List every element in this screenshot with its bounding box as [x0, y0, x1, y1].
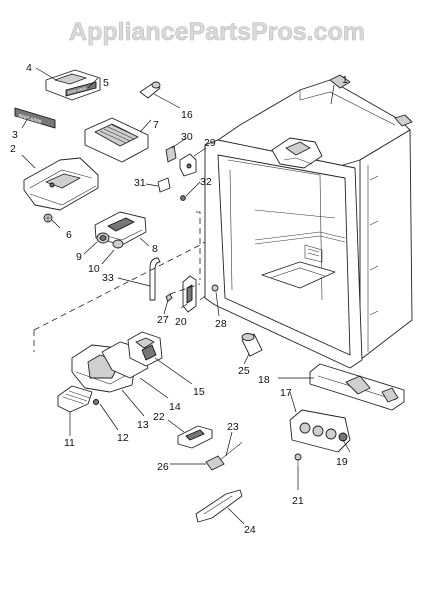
callout-26: 26	[157, 461, 169, 473]
callout-17: 17	[280, 387, 292, 399]
callout-16: 16	[181, 109, 193, 121]
callout-29: 29	[204, 137, 216, 149]
part-27-clip	[165, 293, 173, 302]
callout-4: 4	[26, 62, 32, 74]
part-33-tube	[149, 257, 161, 301]
part-5-label-text: 8888-8888	[67, 85, 88, 95]
part-29-bracket	[179, 153, 197, 177]
part-1-liner	[204, 74, 413, 369]
part-32-screw	[180, 195, 186, 201]
callout-32: 32	[200, 176, 212, 188]
callout-20: 20	[175, 316, 187, 328]
callout-2: 2	[10, 143, 16, 155]
callout-23: 23	[227, 421, 239, 433]
part-3-label: 8888-8888	[14, 107, 56, 129]
part-22-sensor	[177, 425, 213, 449]
part-25-bulb	[241, 333, 263, 357]
callout-3: 3	[12, 129, 18, 141]
part-24-bracket	[195, 489, 243, 523]
leader-lines	[21, 67, 351, 525]
callout-31: 31	[134, 177, 146, 189]
part-4-panel: 8888-8888	[45, 69, 101, 101]
part-6-screw	[43, 213, 53, 223]
part-26-thermistor	[205, 455, 225, 471]
callout-27: 27	[157, 314, 169, 326]
part-17-control-board	[289, 409, 351, 453]
callout-6: 6	[66, 229, 72, 241]
part-23-wire	[219, 441, 243, 461]
callout-18: 18	[258, 374, 270, 386]
callout-28: 28	[215, 318, 227, 330]
part-16-bulb	[139, 81, 161, 99]
part-28-screw	[211, 284, 219, 292]
callout-15: 15	[193, 386, 205, 398]
callout-24: 24	[244, 524, 256, 536]
part-31-clip	[157, 177, 171, 193]
part-11-trim	[57, 385, 93, 413]
callout-14: 14	[169, 401, 181, 413]
part-21-screw	[294, 453, 302, 466]
alignment-lines	[33, 211, 206, 352]
callout-10: 10	[88, 263, 100, 275]
watermark-text: AppliancePartsPros.com	[69, 18, 365, 46]
part-18-rail	[309, 363, 405, 411]
part-12-screw	[92, 398, 100, 406]
callout-5: 5	[103, 77, 109, 89]
part-9-socket	[96, 232, 110, 244]
callout-13: 13	[137, 419, 149, 431]
callout-numbers: 1 2 3 4 5 6 7 8 9 10 11 12 13 14 15 16 1…	[10, 62, 348, 536]
callout-25: 25	[238, 365, 250, 377]
callout-7: 7	[153, 119, 159, 131]
callout-22: 22	[153, 411, 165, 423]
callout-33: 33	[102, 272, 114, 284]
callout-9: 9	[76, 251, 82, 263]
callout-21: 21	[292, 495, 304, 507]
callout-19: 19	[336, 456, 348, 468]
callout-1: 1	[342, 74, 348, 86]
part-10-bulb	[112, 239, 124, 249]
callout-8: 8	[152, 243, 158, 255]
part-20-bracket	[182, 275, 197, 313]
callout-30: 30	[181, 131, 193, 143]
callout-12: 12	[117, 432, 129, 444]
part-7-duct	[84, 117, 149, 163]
part-2-cover	[23, 157, 99, 211]
part-30-clip	[165, 145, 177, 163]
callout-11: 11	[64, 437, 75, 449]
part-15-actuator	[127, 331, 163, 367]
